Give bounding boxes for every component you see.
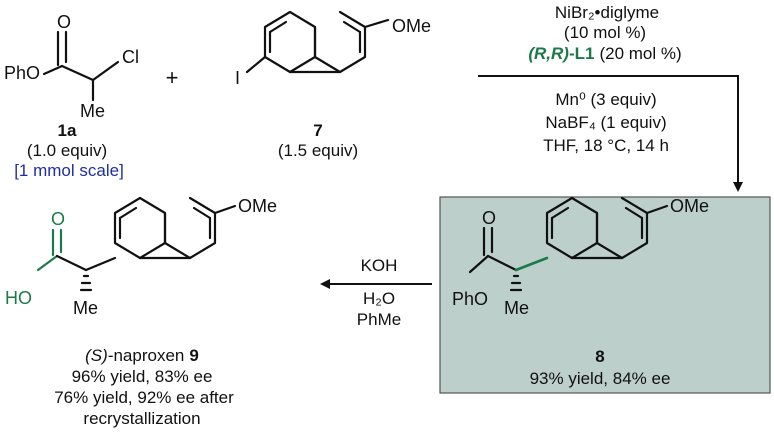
reactant1-scale: [1 mmol scale] (14, 161, 124, 180)
product9-yield-line2: 76% yield, 92% ee after (54, 388, 234, 407)
product9-carbonyl-oxygen: O (51, 209, 65, 229)
product9-methoxy-group: OMe (238, 196, 277, 216)
reactant1-equiv: (1.0 equiv) (27, 141, 107, 160)
product9-hydroxyl-group: HO (5, 288, 32, 308)
base-text: KOH (361, 256, 398, 275)
product-8-box (439, 196, 771, 394)
methoxy-group: OMe (392, 16, 431, 36)
product8-methyl-group: Me (504, 298, 529, 318)
compound-label-8: 8 (595, 347, 604, 366)
reactant2-equiv: (1.5 equiv) (278, 141, 358, 160)
compound-label-9: 9 (189, 346, 198, 365)
ligand-loading: (20 mol %) (599, 44, 681, 63)
phenoxy-group: PhO (4, 63, 40, 83)
reaction-arrow-1 (478, 75, 743, 192)
reactant-7-structure (245, 10, 390, 74)
product9-compound-name: -naproxen (108, 346, 185, 365)
product8-phenoxy-group: PhO (452, 289, 488, 309)
iodine-atom: I (235, 68, 240, 88)
catalyst-loading-text: (10 mol %) (564, 23, 646, 42)
plus-sign: + (166, 65, 179, 90)
product9-methyl-group: Me (73, 298, 98, 318)
product8-methoxy-group: OMe (670, 196, 709, 216)
methyl-group: Me (80, 101, 105, 121)
ligand-name: -L1 (569, 44, 595, 63)
product-8-structure (468, 196, 669, 292)
product-9-structure (36, 196, 237, 292)
product9-yield-line3: recrystallization (83, 409, 200, 428)
compound-label-1a: 1a (58, 121, 77, 140)
solvent-water-text: H₂O (363, 289, 395, 308)
product9-stereo-descriptor: (S) (85, 346, 108, 365)
additive-text: NaBF₄ (1 equiv) (545, 113, 666, 132)
compound-label-7: 7 (313, 121, 322, 140)
carbonyl-oxygen-atom: O (57, 12, 71, 32)
catalyst-text: NiBr₂•diglyme (555, 3, 659, 22)
ligand-stereo-descriptor: (R,R) (528, 44, 569, 63)
solvent-temp-time-text: THF, 18 °C, 14 h (543, 136, 669, 155)
product9-yield-line1: 96% yield, 83% ee (72, 367, 213, 386)
reductant-text: Mn⁰ (3 equiv) (555, 90, 656, 109)
product8-yield: 93% yield, 84% ee (530, 369, 671, 388)
new-cc-bond (514, 256, 549, 272)
reactant-1a-structure (42, 30, 120, 102)
chlorine-atom: Cl (122, 47, 139, 67)
product8-carbonyl-oxygen: O (482, 208, 496, 228)
solvent-toluene-text: PhMe (357, 310, 401, 329)
ligand-text: (R,R)-L1(20 mol %) (528, 44, 681, 63)
